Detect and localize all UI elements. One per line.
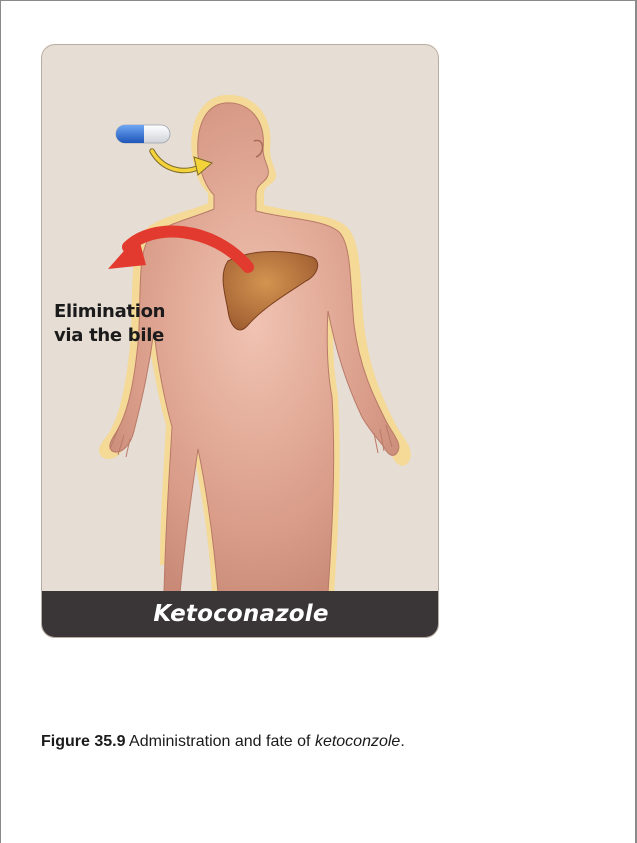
drug-name-title: Ketoconazole [153,601,328,627]
caption-drug-name: ketoconzole [315,733,400,750]
elimination-label-line1: Elimination [54,300,165,324]
elimination-label: Elimination via the bile [54,300,165,348]
drug-name-banner: Ketoconazole [42,591,439,637]
figure-card: Elimination via the bile Ketoconazole [41,44,439,638]
caption-period: . [400,733,404,750]
figure-caption: Figure 35.9 Administration and fate of k… [41,733,405,751]
figure-number: Figure 35.9 [41,733,125,750]
elimination-label-line2: via the bile [54,324,165,348]
capsule-icon [116,125,170,143]
caption-text: Administration and fate of [125,733,314,750]
